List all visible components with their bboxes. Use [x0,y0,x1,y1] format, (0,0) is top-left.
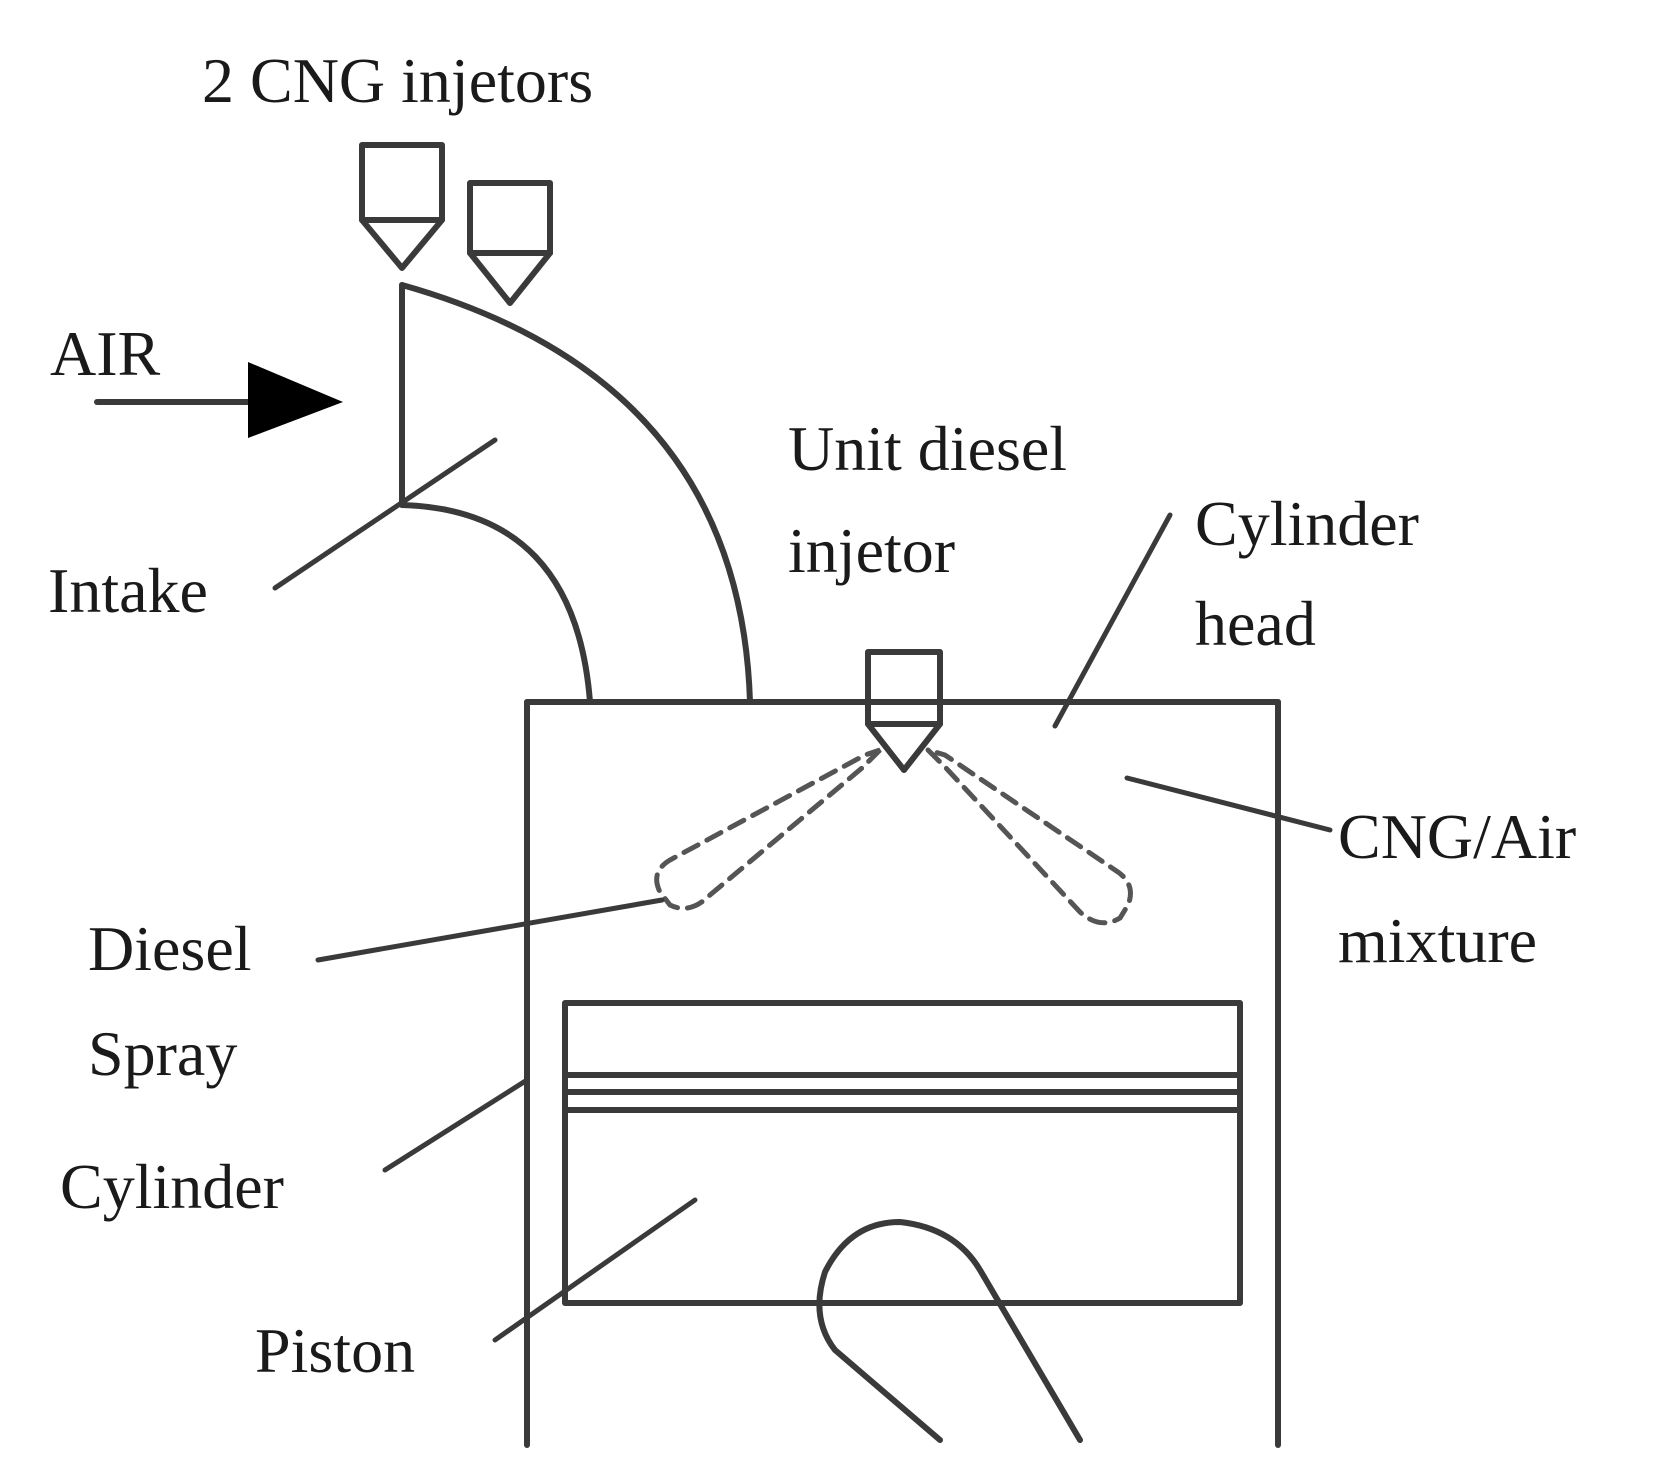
intake-port-inner-curve [399,502,593,705]
label-cylinder-head-1: Cylinder [1195,488,1419,559]
label-cng-air-1: CNG/Air [1338,801,1576,872]
intake-port-outer-curve [399,282,753,705]
label-cng-air-2: mixture [1338,905,1537,976]
label-cylinder-head-2: head [1195,588,1316,659]
leader-cylinder-head [1052,512,1173,729]
label-cng-injectors: 2 CNG injetors [202,45,593,116]
air-arrow [94,362,343,438]
unit-diesel-injector [865,649,943,773]
label-air: AIR [50,318,161,389]
connecting-rod [816,1219,1083,1443]
label-diesel-spray-2: Spray [88,1018,237,1089]
label-unit-diesel-2: injetor [788,515,955,586]
label-unit-diesel-1: Unit diesel [788,413,1067,484]
leader-cylinder [382,1077,530,1173]
cng-injector-1 [359,142,445,271]
diesel-spray-left [654,747,882,911]
leader-diesel-spray [315,897,665,963]
cng-injector-2 [467,180,553,306]
label-cylinder: Cylinder [60,1151,284,1222]
leader-cng-air [1124,775,1333,833]
label-piston: Piston [255,1315,415,1386]
label-diesel-spray-1: Diesel [88,913,252,984]
intake-valve-line [272,437,498,591]
label-intake: Intake [48,555,208,626]
leader-piston [492,1197,698,1343]
piston [562,1000,1243,1306]
diesel-spray-right [926,747,1133,926]
